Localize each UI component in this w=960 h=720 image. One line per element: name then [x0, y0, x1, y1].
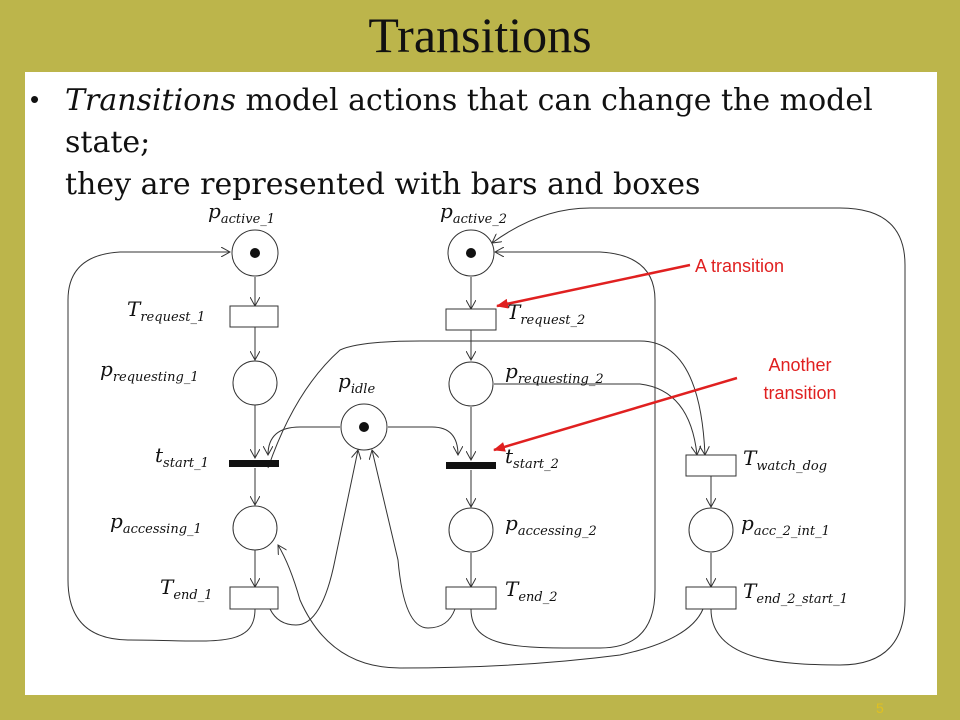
label-requesting-2: prequesting_2	[505, 359, 604, 387]
annotation-arrow	[493, 376, 738, 452]
bullet-text: Transitions model actions that can chang…	[65, 80, 935, 206]
label-active-2: pactive_2	[440, 199, 507, 227]
label-requesting-1: prequesting_1	[100, 357, 199, 385]
label-end-2-start-1: Tend_2_start_1	[743, 579, 848, 607]
annotation-another-line2: transition	[763, 383, 836, 403]
arc	[278, 545, 704, 669]
place-accessing-2	[448, 507, 494, 553]
label-start-2: tstart_2	[505, 444, 559, 472]
arc	[388, 426, 458, 455]
label-request-2: Trequest_2	[507, 300, 585, 328]
transition-end-2-start-1	[685, 586, 737, 610]
arc	[267, 340, 705, 469]
transition-request-2	[445, 308, 497, 331]
transition-end-2	[445, 586, 497, 610]
transition-start-1	[229, 460, 279, 467]
bullet-italic: Transitions	[65, 83, 236, 118]
bullet-line2: they are represented with bars and boxes	[65, 167, 701, 202]
transition-watch-dog	[685, 454, 737, 477]
slide-title: Transitions	[368, 7, 592, 63]
label-accessing-1: paccessing_1	[110, 509, 202, 537]
place-accessing-1	[232, 505, 278, 551]
arc	[268, 426, 340, 455]
token-icon	[466, 248, 476, 258]
arc	[372, 450, 456, 629]
label-end-2: Tend_2	[505, 577, 558, 605]
transition-start-2	[446, 462, 496, 469]
arc	[470, 252, 656, 649]
bullet-rest-line1: model actions that can change the model …	[65, 83, 873, 160]
label-acc-2-int-1: pacc_2_int_1	[741, 511, 830, 539]
bullet-icon: •	[30, 84, 40, 114]
annotation-a-transition: A transition	[695, 256, 784, 276]
label-start-1: tstart_1	[155, 443, 209, 471]
label-accessing-2: paccessing_2	[505, 511, 597, 539]
arc	[67, 252, 256, 642]
arc	[494, 383, 697, 455]
arc	[492, 207, 906, 666]
token-icon	[250, 248, 260, 258]
place-requesting-1	[232, 360, 278, 406]
label-end-1: Tend_1	[160, 575, 213, 603]
place-requesting-2	[448, 361, 494, 407]
place-acc-2-int-1	[688, 507, 734, 553]
transition-end-1	[229, 586, 279, 610]
annotation-arrow	[496, 263, 691, 309]
label-watch-dog: Twatch_dog	[743, 446, 827, 474]
label-idle: pidle	[338, 369, 375, 397]
page-number: 5	[876, 700, 884, 716]
annotation-another-line1: Another	[768, 355, 831, 375]
label-request-1: Trequest_1	[127, 297, 205, 325]
transition-request-1	[229, 305, 279, 328]
token-icon	[359, 422, 369, 432]
arc	[269, 450, 358, 626]
label-active-1: pactive_1	[208, 199, 275, 227]
